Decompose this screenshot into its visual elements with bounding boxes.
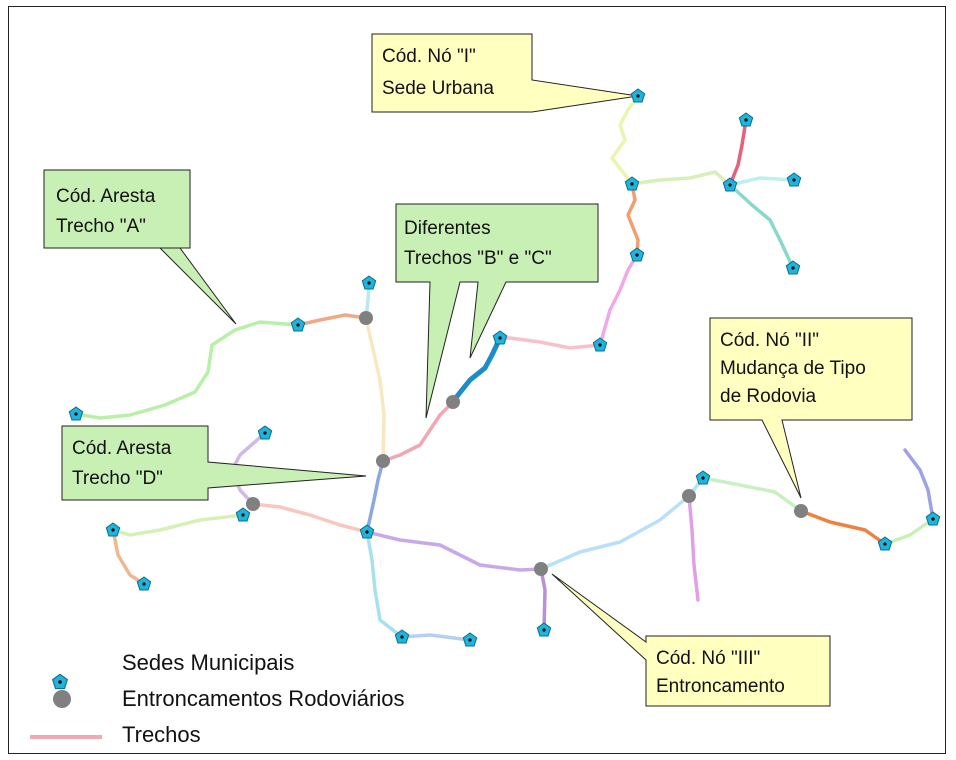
sede-marker <box>361 275 377 290</box>
callout-edge-d-line1: Cód. Aresta <box>72 438 172 459</box>
junction <box>359 311 373 325</box>
trecho-a-green <box>74 320 300 420</box>
callout-node-i-line2: Sede Urbana <box>382 78 494 99</box>
legend: Sedes Municipais Entroncamentos Rodoviár… <box>30 650 404 747</box>
trecho-green-far <box>883 517 935 546</box>
sede-marker <box>235 507 251 522</box>
trecho-green-east <box>701 476 803 513</box>
callout-node-ii-line2: Mudança de Tipo <box>720 358 866 379</box>
trecho-c-pink <box>381 400 455 463</box>
callout-node-iii: Cód. Nó "III" Entroncamento <box>551 573 831 707</box>
callout-diff-bc-line1: Diferentes <box>404 218 491 239</box>
sede-marker <box>630 88 646 103</box>
sede-marker <box>359 524 375 539</box>
callout-edge-a-line1: Cód. Aresta <box>56 186 156 207</box>
junction <box>794 504 808 518</box>
trecho-green-left <box>111 513 245 537</box>
junction <box>246 497 260 511</box>
callout-node-i-line1: Cód. Nó "I" <box>382 46 476 67</box>
trecho-purple-down <box>539 567 547 632</box>
trecho-blue-short <box>365 459 385 534</box>
trecho-cyan-right <box>728 176 796 187</box>
callout-diff-bc: Diferentes Trechos "B" e "C" <box>395 203 599 419</box>
callout-diff-bc-line2: Trechos "B" e "C" <box>404 248 552 269</box>
junction <box>376 454 390 468</box>
callout-edge-a: Cód. Aresta Trecho "A" <box>43 169 237 325</box>
trecho-top-pink <box>598 253 639 347</box>
trecho-purple-mid <box>365 530 543 572</box>
trecho-red-up <box>728 118 748 187</box>
trecho-pink-to-b <box>498 336 602 350</box>
callout-edge-d-line2: Trecho "D" <box>72 468 163 489</box>
trecho-orange-a <box>296 313 368 327</box>
trecho-d-pink <box>251 502 369 534</box>
trecho-top-yellow <box>610 94 640 186</box>
junctions <box>246 311 808 576</box>
trecho-b-blue <box>450 335 503 405</box>
callout-node-i: Cód. Nó "I" Sede Urbana <box>371 33 639 113</box>
junction <box>682 489 696 503</box>
trecho-teal-down <box>728 183 795 270</box>
trecho-lightblue-mid <box>539 494 691 571</box>
sede-marker <box>536 622 552 637</box>
sede-marker <box>492 330 508 345</box>
legend-sede-icon <box>52 673 68 690</box>
map-frame <box>8 6 946 754</box>
sede-marker <box>629 247 645 262</box>
sede-marker <box>68 406 84 421</box>
callout-edge-d: Cód. Aresta Trecho "D" <box>61 425 367 501</box>
trecho-magenta-down <box>687 494 700 602</box>
callout-node-ii-line3: de Rodovia <box>720 386 817 407</box>
legend-sedes-label: Sedes Municipais <box>122 650 294 675</box>
trecho-green-right <box>630 170 732 187</box>
sede-marker <box>462 632 478 647</box>
callout-edge-a-line2: Trecho "A" <box>56 216 146 237</box>
sede-marker <box>257 425 273 440</box>
trecho-cyan-down <box>365 530 404 639</box>
sede-marker <box>925 511 941 526</box>
callout-node-ii: Cód. Nó "II" Mudança de Tipo de Rodovia <box>709 317 913 499</box>
junction <box>534 562 548 576</box>
sede-marker <box>592 337 608 352</box>
trecho-purple-far <box>903 448 935 521</box>
callout-node-ii-line1: Cód. Nó "II" <box>720 330 819 351</box>
trecho-orange-left <box>111 528 146 586</box>
road-segments <box>74 94 935 642</box>
junction <box>446 395 460 409</box>
trecho-lightblue-low <box>400 633 472 642</box>
trecho-orange-east <box>799 509 887 546</box>
trecho-top-orange <box>626 182 640 257</box>
sede-marker <box>786 172 802 187</box>
legend-trechos-label: Trechos <box>122 722 201 747</box>
trecho-yellow-vert <box>364 316 386 463</box>
sede-marker <box>785 260 801 275</box>
sede-marker <box>105 522 121 537</box>
callout-node-iii-line1: Cód. Nó "III" <box>656 648 760 669</box>
callout-node-iii-line2: Entroncamento <box>656 676 785 697</box>
sede-marker <box>695 470 711 485</box>
sede-marker <box>738 112 754 127</box>
sede-marker <box>290 317 306 332</box>
legend-junction-icon <box>53 690 71 708</box>
legend-entroncamentos-label: Entroncamentos Rodoviários <box>122 686 404 711</box>
